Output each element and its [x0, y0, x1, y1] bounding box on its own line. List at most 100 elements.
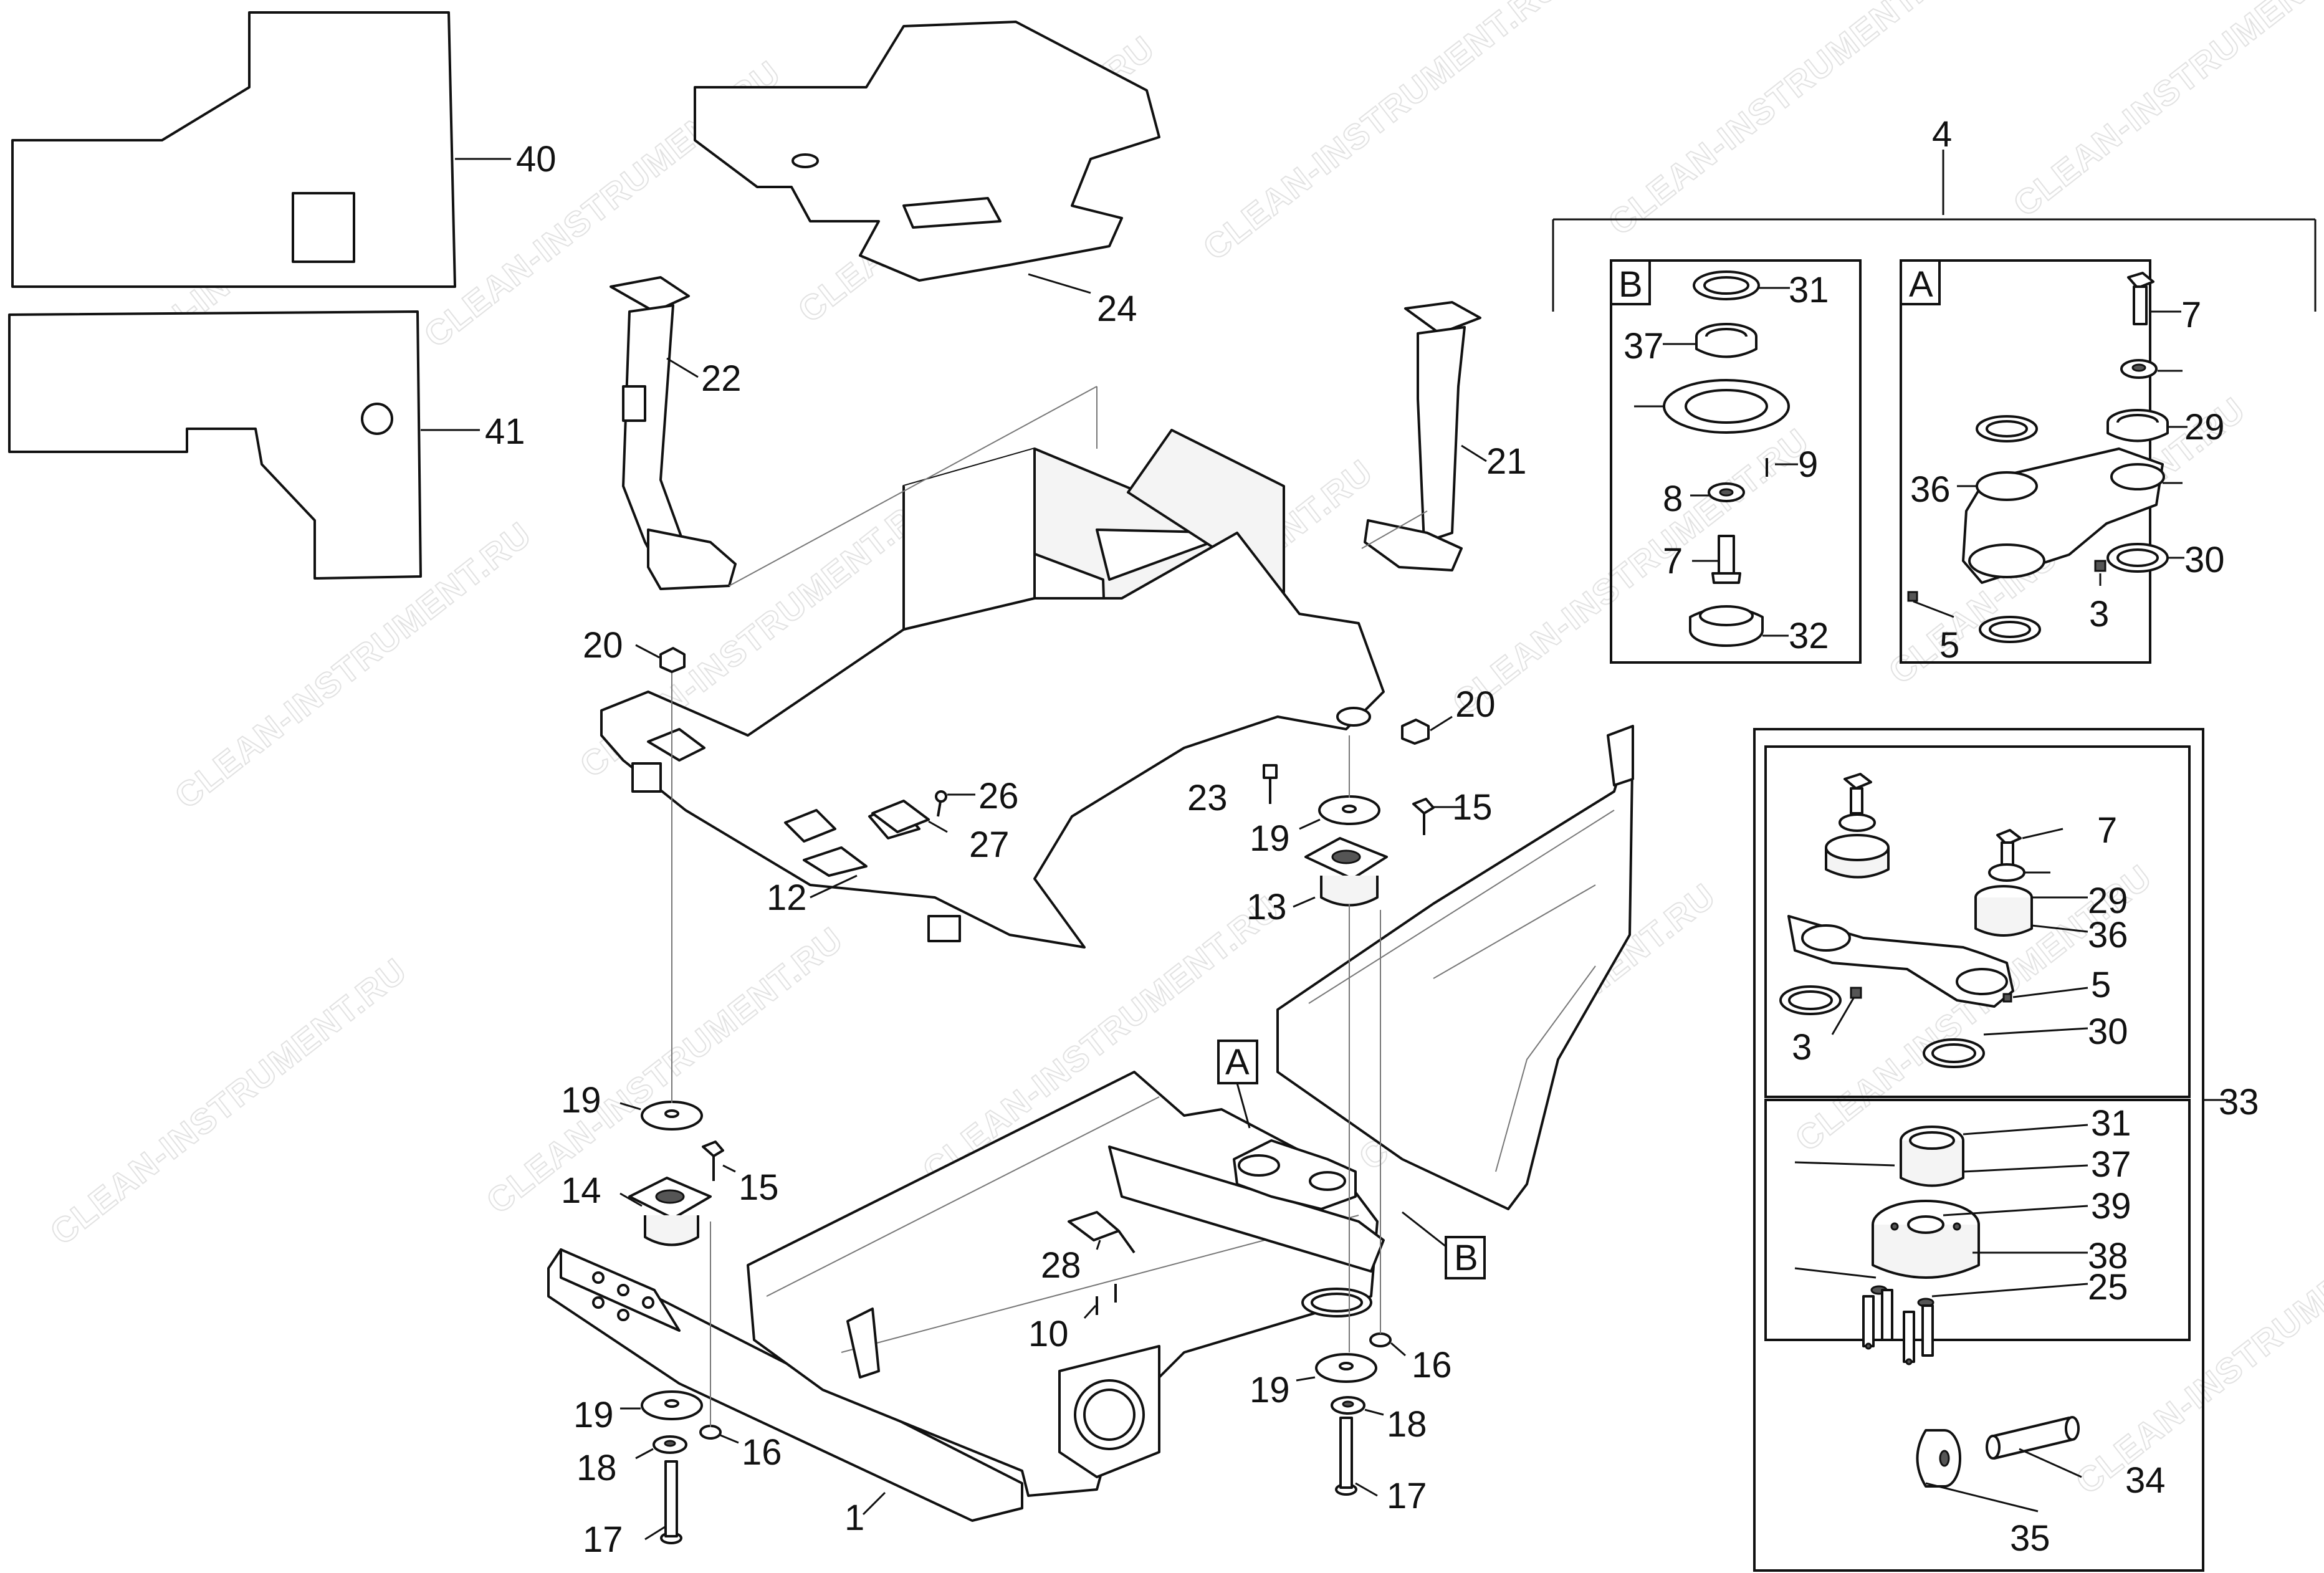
callout-B-7: 7 — [1663, 541, 1683, 581]
assembly-4-bracket: 4 — [1552, 114, 2317, 312]
part-15-bolt-b: 15 — [702, 1140, 779, 1208]
callout-13: 13 — [1246, 887, 1287, 927]
detail-box-A-letter: A — [1909, 264, 1933, 305]
callout-kit-31: 31 — [2091, 1103, 2131, 1144]
callout-B-8: 8 — [1663, 479, 1683, 519]
watermark: CLEAN-INSTRUMENT.RU — [1601, 0, 1973, 242]
detail-box-A: A 7 29 36 30 3 5 — [1900, 259, 2225, 666]
detail-box-B: B 31 37 9 8 7 32 — [1610, 259, 1862, 664]
part-19-washer-b: 19 — [561, 1080, 703, 1131]
callout-19-a: 19 — [1250, 818, 1290, 859]
part-27-plate: 27 — [871, 800, 1010, 865]
callout-kit-29: 29 — [2088, 881, 2128, 921]
callout-14: 14 — [561, 1170, 601, 1211]
callout-A-29: 29 — [2184, 407, 2225, 447]
part-19-washer-a: 19 — [1250, 795, 1380, 859]
part-28-bracket: 28 — [1041, 1211, 1136, 1286]
marker-B: B — [1402, 1211, 1486, 1279]
part-14-rubber-mount: 14 — [561, 1170, 712, 1246]
callout-16-b: 16 — [1412, 1345, 1452, 1385]
callout-A-7: 7 — [2181, 295, 2201, 335]
callout-19-c: 19 — [573, 1395, 614, 1435]
callout-kit-38: 38 — [2088, 1236, 2128, 1276]
part-22-left-post: 22 — [610, 276, 742, 590]
callout-18-b: 18 — [1387, 1404, 1427, 1445]
part-19-washer-d: 19 — [1250, 1353, 1377, 1410]
callout-40: 40 — [516, 139, 557, 179]
callout-kit-25: 25 — [2088, 1267, 2128, 1308]
part-A-link-arm-on-frame — [1233, 1139, 1357, 1210]
part-20-nut-right: 20 — [1401, 684, 1496, 745]
callout-4: 4 — [1932, 114, 1952, 155]
part-16-nut-a: 16 — [699, 1425, 782, 1473]
part-20-nut-left: 20 — [583, 625, 686, 673]
part-16-nut-b: 16 — [1369, 1332, 1452, 1385]
callout-19-b: 19 — [561, 1080, 601, 1121]
callout-15-a: 15 — [1452, 787, 1493, 828]
callout-18-a: 18 — [576, 1448, 617, 1488]
callout-28: 28 — [1041, 1245, 1081, 1286]
part-19-washer-c: 19 — [573, 1390, 703, 1435]
callout-kit-5: 5 — [2091, 965, 2111, 1005]
callout-A-30: 30 — [2184, 540, 2225, 580]
assembly-33-kit: 33 7 29 36 5 3 30 — [1753, 728, 2259, 1572]
marker-B-letter: B — [1454, 1238, 1478, 1278]
callout-26: 26 — [978, 776, 1019, 816]
callout-10: 10 — [1028, 1314, 1069, 1354]
callout-20-left: 20 — [583, 625, 623, 666]
part-10-screws: 10 — [1028, 1284, 1117, 1354]
part-21-right-post: 21 — [1364, 301, 1527, 571]
part-18-washer-b: 18 — [1331, 1396, 1427, 1445]
part-15-bolt-a: 15 — [1412, 787, 1493, 835]
part-24-floor-plate: 24 — [694, 21, 1160, 329]
callout-B-31: 31 — [1789, 270, 1829, 310]
callout-kit-39: 39 — [2091, 1186, 2131, 1226]
callout-12: 12 — [767, 877, 807, 918]
callout-B-32: 32 — [1789, 616, 1829, 656]
marker-A: A — [1217, 1040, 1258, 1129]
callout-B-37: 37 — [1623, 326, 1664, 366]
callout-27: 27 — [969, 825, 1010, 865]
cab-structure — [1276, 725, 1634, 1210]
callout-22: 22 — [701, 358, 742, 399]
callout-kit-36: 36 — [2088, 915, 2128, 955]
callout-17-a: 17 — [583, 1519, 623, 1560]
callout-19-d: 19 — [1250, 1370, 1290, 1410]
callout-A-36: 36 — [1910, 469, 1951, 510]
callout-33: 33 — [2219, 1082, 2259, 1122]
part-23-bolt: 23 — [1187, 764, 1278, 818]
marker-A-letter: A — [1225, 1042, 1250, 1083]
alignment-lines — [671, 386, 1428, 1427]
part-17-bolt-a: 17 — [583, 1460, 682, 1560]
callout-B-9: 9 — [1798, 444, 1818, 485]
callout-kit-7: 7 — [2097, 810, 2117, 851]
callout-kit-3: 3 — [1792, 1027, 1812, 1068]
part-26-screw: 26 — [935, 776, 1019, 817]
callout-21: 21 — [1486, 441, 1527, 482]
callout-17-b: 17 — [1387, 1476, 1427, 1516]
detail-box-B-letter: B — [1619, 264, 1643, 305]
part-18-washer-a: 18 — [576, 1435, 687, 1488]
callout-A-3: 3 — [2089, 594, 2109, 634]
part-40-mat: 40 — [11, 11, 557, 288]
callout-kit-34: 34 — [2125, 1460, 2166, 1501]
part-41-mat: 41 — [8, 310, 525, 580]
callout-16-a: 16 — [742, 1432, 782, 1473]
watermark: CLEAN-INSTRUMENT.RU — [43, 950, 414, 1253]
callout-41: 41 — [485, 411, 525, 452]
part-17-bolt-b: 17 — [1335, 1417, 1427, 1516]
watermark: CLEAN-INSTRUMENT.RU — [1196, 0, 1567, 267]
callout-20-right: 20 — [1455, 684, 1496, 725]
callout-23: 23 — [1187, 778, 1228, 818]
callout-kit-30: 30 — [2088, 1011, 2128, 1052]
part-1-chassis-frame: 1 — [547, 1071, 1385, 1538]
watermark: CLEAN-INSTRUMENT.RU — [479, 919, 851, 1222]
callout-kit-35: 35 — [2010, 1518, 2050, 1559]
callout-A-5: 5 — [1939, 625, 1959, 666]
callout-15-b: 15 — [739, 1167, 779, 1208]
watermark: CLEAN-INSTRUMENT.RU — [2006, 0, 2324, 224]
callout-24: 24 — [1097, 289, 1137, 329]
callout-1: 1 — [844, 1498, 864, 1538]
callout-kit-37: 37 — [2091, 1144, 2131, 1185]
